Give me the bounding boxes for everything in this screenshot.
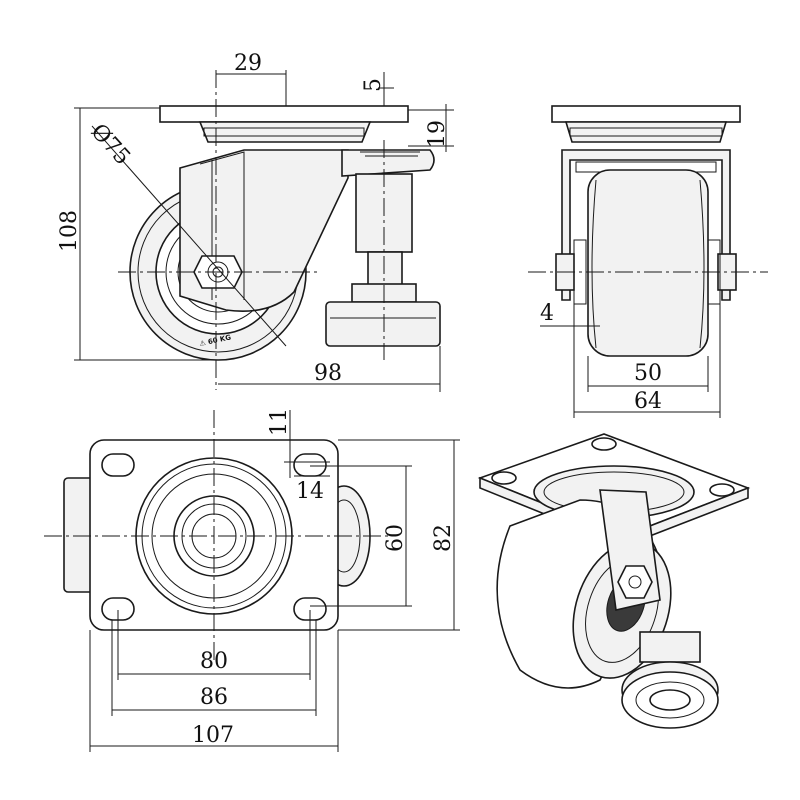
dim-107: 107 bbox=[192, 723, 234, 748]
dim-50: 50 bbox=[634, 361, 662, 386]
front-view: 4 50 64 bbox=[528, 105, 768, 418]
bolt-hole bbox=[293, 453, 327, 477]
dim-29: 29 bbox=[234, 51, 262, 76]
dim-64: 64 bbox=[634, 389, 662, 414]
dim-98: 98 bbox=[314, 361, 342, 386]
dim-14: 14 bbox=[296, 479, 324, 504]
dim-60: 60 bbox=[383, 524, 408, 552]
side-leveler bbox=[325, 149, 441, 347]
dim-5: 5 bbox=[361, 78, 386, 92]
top-view: 11 14 60 82 80 86 107 bbox=[44, 408, 460, 752]
front-top-plate bbox=[551, 105, 741, 123]
iso-axle-nut bbox=[617, 565, 653, 599]
side-view: ⚠ 60 KG 29 5 19 Ø75 108 98 bbox=[57, 51, 454, 392]
dim-82: 82 bbox=[431, 524, 456, 552]
dim-11: 11 bbox=[267, 408, 292, 436]
bolt-hole bbox=[101, 453, 135, 477]
front-fork bbox=[561, 149, 731, 301]
isometric-view bbox=[477, 433, 751, 729]
dim-4: 4 bbox=[540, 301, 554, 326]
dim-108: 108 bbox=[57, 210, 82, 252]
dim-19: 19 bbox=[425, 120, 450, 148]
side-bearing-ring bbox=[198, 121, 372, 143]
dim-80: 80 bbox=[200, 649, 228, 674]
side-top-plate bbox=[159, 105, 409, 123]
dim-86: 86 bbox=[200, 685, 228, 710]
front-wheel bbox=[587, 169, 709, 357]
